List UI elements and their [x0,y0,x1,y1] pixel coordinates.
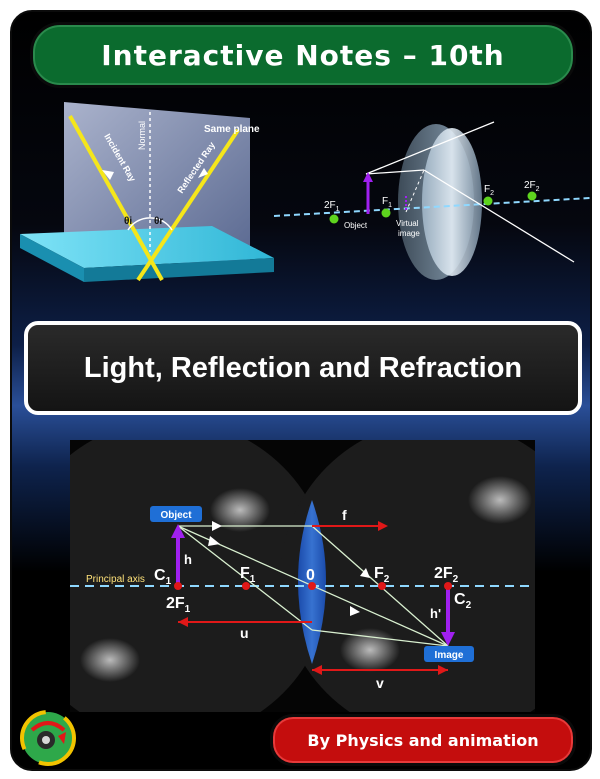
glow-1 [210,488,270,532]
principal-axis-small [274,197,590,217]
mirror-side [20,234,84,282]
image-badge [424,646,474,662]
o-label: 0 [306,567,315,584]
h-label: h [184,552,192,567]
reflected-arrow [198,168,208,178]
topic-title: Light, Reflection and Refraction [83,351,523,384]
point-o [308,582,316,590]
author-text: By Physics and animation [307,730,539,750]
image-badge-text: Image [435,650,464,661]
cover-page: Interactive Notes – 10th Incident Ray No… [10,10,592,771]
twof1-label: 2F1 [166,595,191,615]
u-label: u [240,625,249,641]
f-arrow-head [378,521,388,531]
ray-top-parallel [365,169,425,175]
point-2f1 [174,582,182,590]
arrow-a [212,521,222,531]
point-2f2 [527,191,537,201]
author-banner: By Physics and animation [270,714,576,766]
label-2f1-small: 2F1 [324,200,340,213]
u-arrow-head [178,617,188,627]
lens-face [422,128,482,276]
point-2f2 [444,582,452,590]
same-plane-label: Same plane [204,124,260,135]
ray-refracted [423,169,575,263]
glow-2 [468,476,532,524]
reflection-diagram: Incident Ray Normal Reflected Ray Same p… [20,102,274,282]
object-rod-head [171,524,185,538]
angle-r-label: θr [154,216,163,227]
label-2f2-small: 2F2 [524,180,540,193]
principal-axis-label: Principal axis [86,574,145,585]
f2-label: F2 [374,565,390,585]
label-f1-small: F1 [382,196,392,209]
object-arrow-head [363,172,373,182]
reflected-ray [136,128,240,282]
object-badge-text: Object [160,510,192,521]
arrow-d [350,606,360,616]
angle-arc [127,217,173,231]
object-label-small: Object [344,221,368,230]
object-badge [150,506,202,522]
point-f1 [242,582,250,590]
mirror-top [20,226,274,268]
ray-through-centre [365,121,495,175]
glow-3 [80,638,140,682]
twof2-label: 2F2 [434,565,459,585]
point-f1 [381,208,391,218]
v-label: v [376,675,384,691]
virtual-ray-back [405,169,425,213]
ray-exit-parallel [311,629,449,647]
label-f2-small: F2 [484,184,494,197]
virtual-image-label-1: Virtual [396,219,419,228]
normal-label: Normal [137,121,147,150]
virtual-image-label-2: image [398,229,420,238]
convex-lens-diagram: Object Image Principal axis f u v h h' 0… [70,440,535,712]
lens-virtual-image-diagram: 2F1 F1 F2 2F2 Object Virtual image [274,121,590,280]
h-prime-label: h' [430,606,441,621]
header-title-banner: Interactive Notes – 10th [30,22,576,88]
brand-logo-icon [20,710,76,766]
f-label: f [342,507,347,523]
arrow-c [208,536,220,546]
f1-label: F1 [240,565,256,585]
incident-arrow [102,170,114,180]
point-f2 [378,582,386,590]
c1-label: C1 [154,567,172,587]
angle-i-label: θi [124,216,132,227]
ray-through-f1 [177,525,313,631]
incident-ray [68,115,164,281]
header-title: Interactive Notes – 10th [101,38,505,72]
image-rod-head [441,632,455,646]
arrow-b [360,568,370,578]
point-f2 [483,196,493,206]
v-arrow-head-right [438,665,448,675]
mirror-front [84,258,274,282]
c2-label: C2 [454,591,472,611]
topic-title-box: Light, Reflection and Refraction [24,321,582,415]
point-2f1 [329,214,339,224]
v-arrow-head-left [312,665,322,675]
